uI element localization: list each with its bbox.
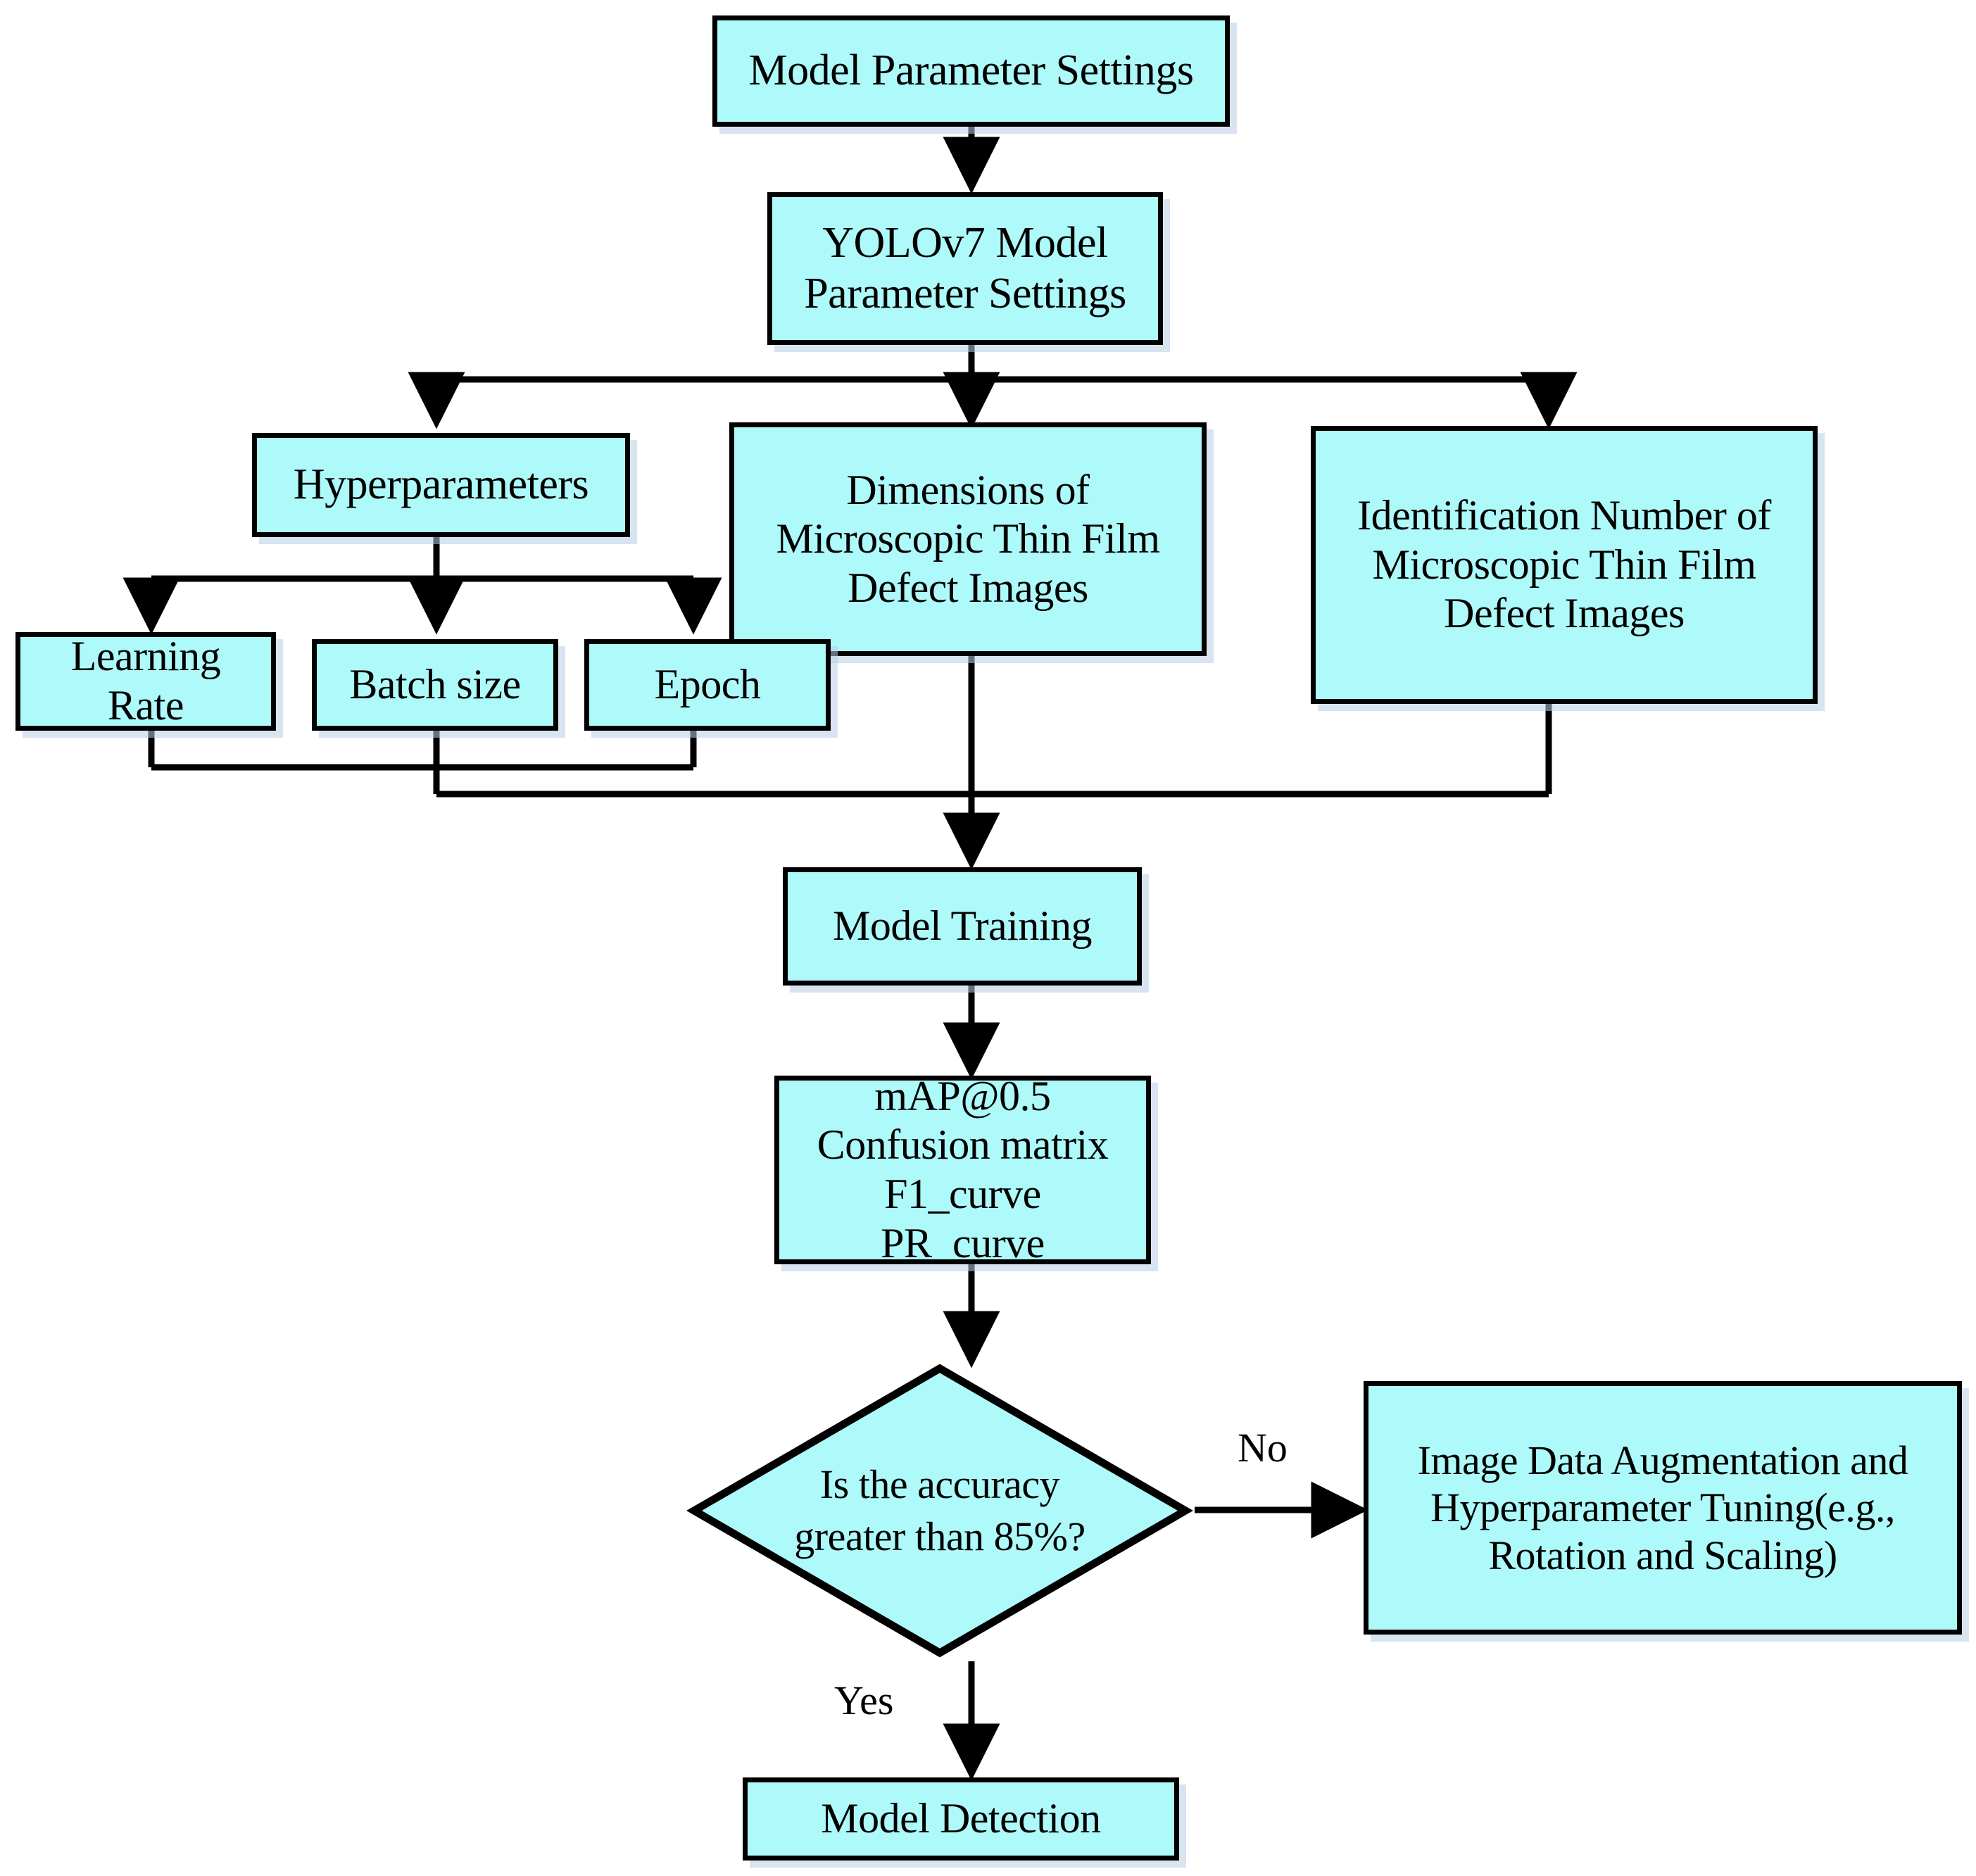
node-label: Batch size bbox=[349, 661, 521, 708]
node-label: Hyperparameters bbox=[293, 460, 589, 509]
node-label: Model Detection bbox=[821, 1795, 1101, 1842]
node-dimensions-of-defect-images[interactable]: Dimensions of Microscopic Thin Film Defe… bbox=[729, 422, 1207, 656]
diamond-shape bbox=[686, 1364, 1193, 1658]
node-image-data-augmentation-and-tuning[interactable]: Image Data Augmentation and Hyperparamet… bbox=[1364, 1381, 1962, 1635]
node-model-training[interactable]: Model Training bbox=[783, 867, 1142, 986]
edge-label-no: No bbox=[1238, 1425, 1288, 1471]
node-label-wrap: Is the accuracy greater than 85%? bbox=[684, 1359, 1195, 1663]
node-learning-rate[interactable]: Learning Rate bbox=[15, 632, 276, 731]
node-model-detection[interactable]: Model Detection bbox=[743, 1777, 1179, 1861]
node-label: Epoch bbox=[654, 661, 761, 708]
node-label: Identification Number of Microscopic Thi… bbox=[1357, 492, 1771, 637]
node-label: Is the accuracy greater than 85%? bbox=[794, 1461, 1085, 1559]
node-label: Model Parameter Settings bbox=[748, 46, 1194, 95]
node-evaluation-metrics[interactable]: mAP@0.5 Confusion matrix F1_curve PR_cur… bbox=[774, 1073, 1151, 1266]
node-model-parameter-settings[interactable]: Model Parameter Settings bbox=[712, 15, 1230, 127]
node-batch-size[interactable]: Batch size bbox=[312, 639, 558, 731]
node-label: mAP@0.5 Confusion matrix F1_curve PR_cur… bbox=[817, 1072, 1109, 1266]
node-hyperparameters[interactable]: Hyperparameters bbox=[252, 433, 630, 537]
node-label: Learning Rate bbox=[70, 633, 221, 729]
node-label: Model Training bbox=[832, 902, 1093, 950]
node-accuracy-decision[interactable]: Is the accuracy greater than 85%? bbox=[684, 1359, 1195, 1663]
node-yolov7-model-parameter-settings[interactable]: YOLOv7 Model Parameter Settings bbox=[767, 192, 1163, 345]
node-label: Dimensions of Microscopic Thin Film Defe… bbox=[776, 466, 1160, 611]
node-epoch[interactable]: Epoch bbox=[584, 639, 831, 731]
node-label: Image Data Augmentation and Hyperparamet… bbox=[1417, 1437, 1908, 1578]
node-identification-number-of-defect-images[interactable]: Identification Number of Microscopic Thi… bbox=[1311, 426, 1818, 704]
node-label: YOLOv7 Model Parameter Settings bbox=[804, 218, 1126, 317]
edge-label-yes: Yes bbox=[834, 1677, 894, 1723]
